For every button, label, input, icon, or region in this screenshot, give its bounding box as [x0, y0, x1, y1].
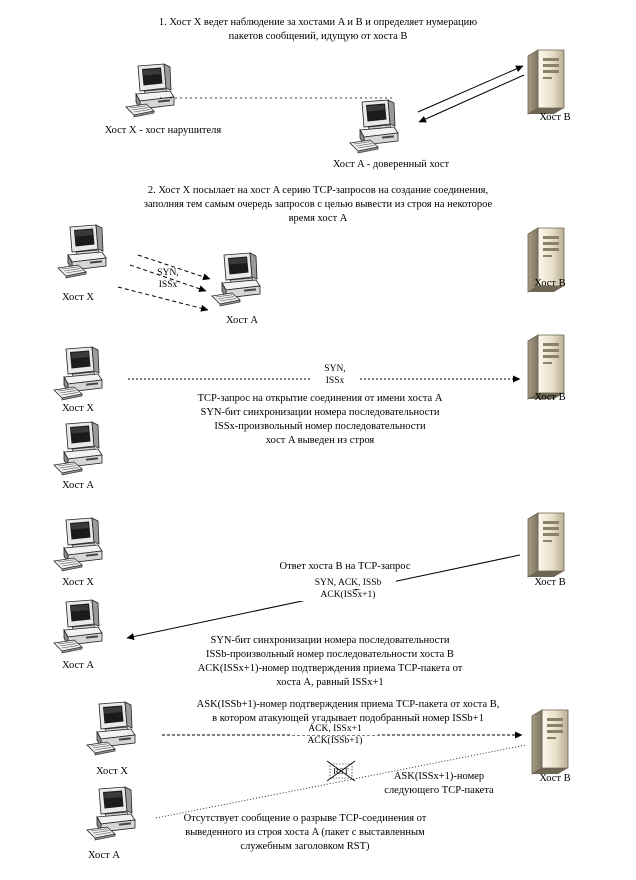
syn-ack-label-2: ACK(ISSx+1)	[300, 590, 396, 601]
step4-line3: ACK(ISSx+1)-номер подтверждения приема T…	[197, 663, 463, 674]
arrow-a-to-b	[417, 65, 524, 113]
host-x-label: Хост X	[62, 292, 94, 303]
host-x-label: Хост X	[62, 577, 94, 588]
step4-line4: хоста A, равный ISSx+1	[276, 677, 384, 688]
host-b-label: Хост B	[539, 773, 571, 784]
host-b-server-icon	[527, 512, 565, 578]
step3-line3: ISSx-произвольный номер последовательнос…	[214, 421, 426, 432]
syn-label: SYN,	[157, 268, 179, 278]
step3-line4: хост A выведен из строя	[265, 435, 375, 446]
host-x-label: Хост X	[62, 403, 94, 414]
host-a-label: Хост A	[62, 660, 94, 671]
step4-line1: SYN-бит синхронизации номера последовате…	[210, 635, 450, 646]
host-b-server-icon	[527, 49, 565, 115]
syn-label: SYN,	[312, 364, 358, 375]
host-a-computer-icon	[86, 786, 136, 841]
absent-rst-line1: Отсутствует сообщение о разрыве TCP-соед…	[183, 813, 427, 824]
step4-line2: ISSb-произвольный номер последовательнос…	[206, 649, 454, 660]
syn-ack-label: SYN, ACK, ISSb	[300, 578, 396, 589]
syn-flood-arrow	[137, 254, 211, 281]
host-a-label: Хост A	[62, 480, 94, 491]
step3-line1: TCP-запрос на открытие соединения от име…	[197, 393, 443, 404]
host-b-label: Хост B	[534, 278, 566, 289]
rst-label: RST	[333, 766, 349, 776]
syn-flood-arrow	[129, 264, 207, 293]
step2-line1: 2. Хост X посылает на хост A серию TCP-з…	[147, 185, 489, 196]
rst-note-line2: следующего TCP-пакета	[384, 785, 494, 796]
host-a-computer-icon	[349, 99, 399, 154]
host-x-computer-icon	[57, 224, 107, 279]
host-x-computer-icon	[53, 346, 103, 401]
host-a-label: Хост A - доверенный хост	[332, 159, 450, 170]
step1-line1: 1. Хост X ведет наблюдение за хостами A …	[158, 17, 478, 28]
issx-label: ISSx	[312, 376, 358, 387]
step1-line2: пакетов сообщений, идущую от хоста B	[228, 31, 408, 42]
ack-label-2: ACK(ISSb+1)	[292, 736, 378, 747]
step5-line2: в котором атакующей угадывает подобранны…	[212, 713, 484, 724]
host-b-label: Хост B	[539, 112, 571, 123]
rst-note-line1: ASK(ISSx+1)-номер	[393, 771, 485, 782]
host-a-computer-icon	[211, 252, 261, 307]
host-a-label: Хост A	[88, 850, 120, 861]
host-a-label: Хост A	[226, 315, 258, 326]
step2-line3: время хост A	[288, 213, 348, 224]
absent-rst-line2: выведенного из строя хоста A (пакет с вы…	[185, 827, 425, 838]
step4-title: Ответ хоста B на TCP-запрос	[279, 561, 411, 572]
step5-line1: ASK(ISSb+1)-номер подтверждения приема T…	[196, 699, 500, 710]
host-a-computer-icon	[53, 599, 103, 654]
host-b-label: Хост B	[534, 577, 566, 588]
rst-cross	[326, 760, 356, 782]
host-x-computer-icon	[125, 63, 175, 118]
host-x-computer-icon	[86, 701, 136, 756]
ack-label: ACK, ISSx+1	[292, 724, 378, 735]
issx-label: ISSx	[158, 280, 178, 290]
host-x-label: Хост X	[96, 766, 128, 777]
host-b-label: Хост B	[534, 392, 566, 403]
host-x-label: Хост X - хост нарушителя	[104, 125, 222, 136]
syn-flood-arrow	[117, 286, 209, 312]
step2-line2: заполняя тем самым очередь запросов с це…	[143, 199, 493, 210]
arrow-b-to-a	[418, 74, 525, 123]
host-a-computer-icon	[53, 421, 103, 476]
step3-line2: SYN-бит синхронизации номера последовате…	[200, 407, 440, 418]
host-b-server-icon	[527, 334, 565, 400]
host-x-computer-icon	[53, 517, 103, 572]
absent-rst-line3: служебным заголовком RST)	[240, 841, 370, 852]
